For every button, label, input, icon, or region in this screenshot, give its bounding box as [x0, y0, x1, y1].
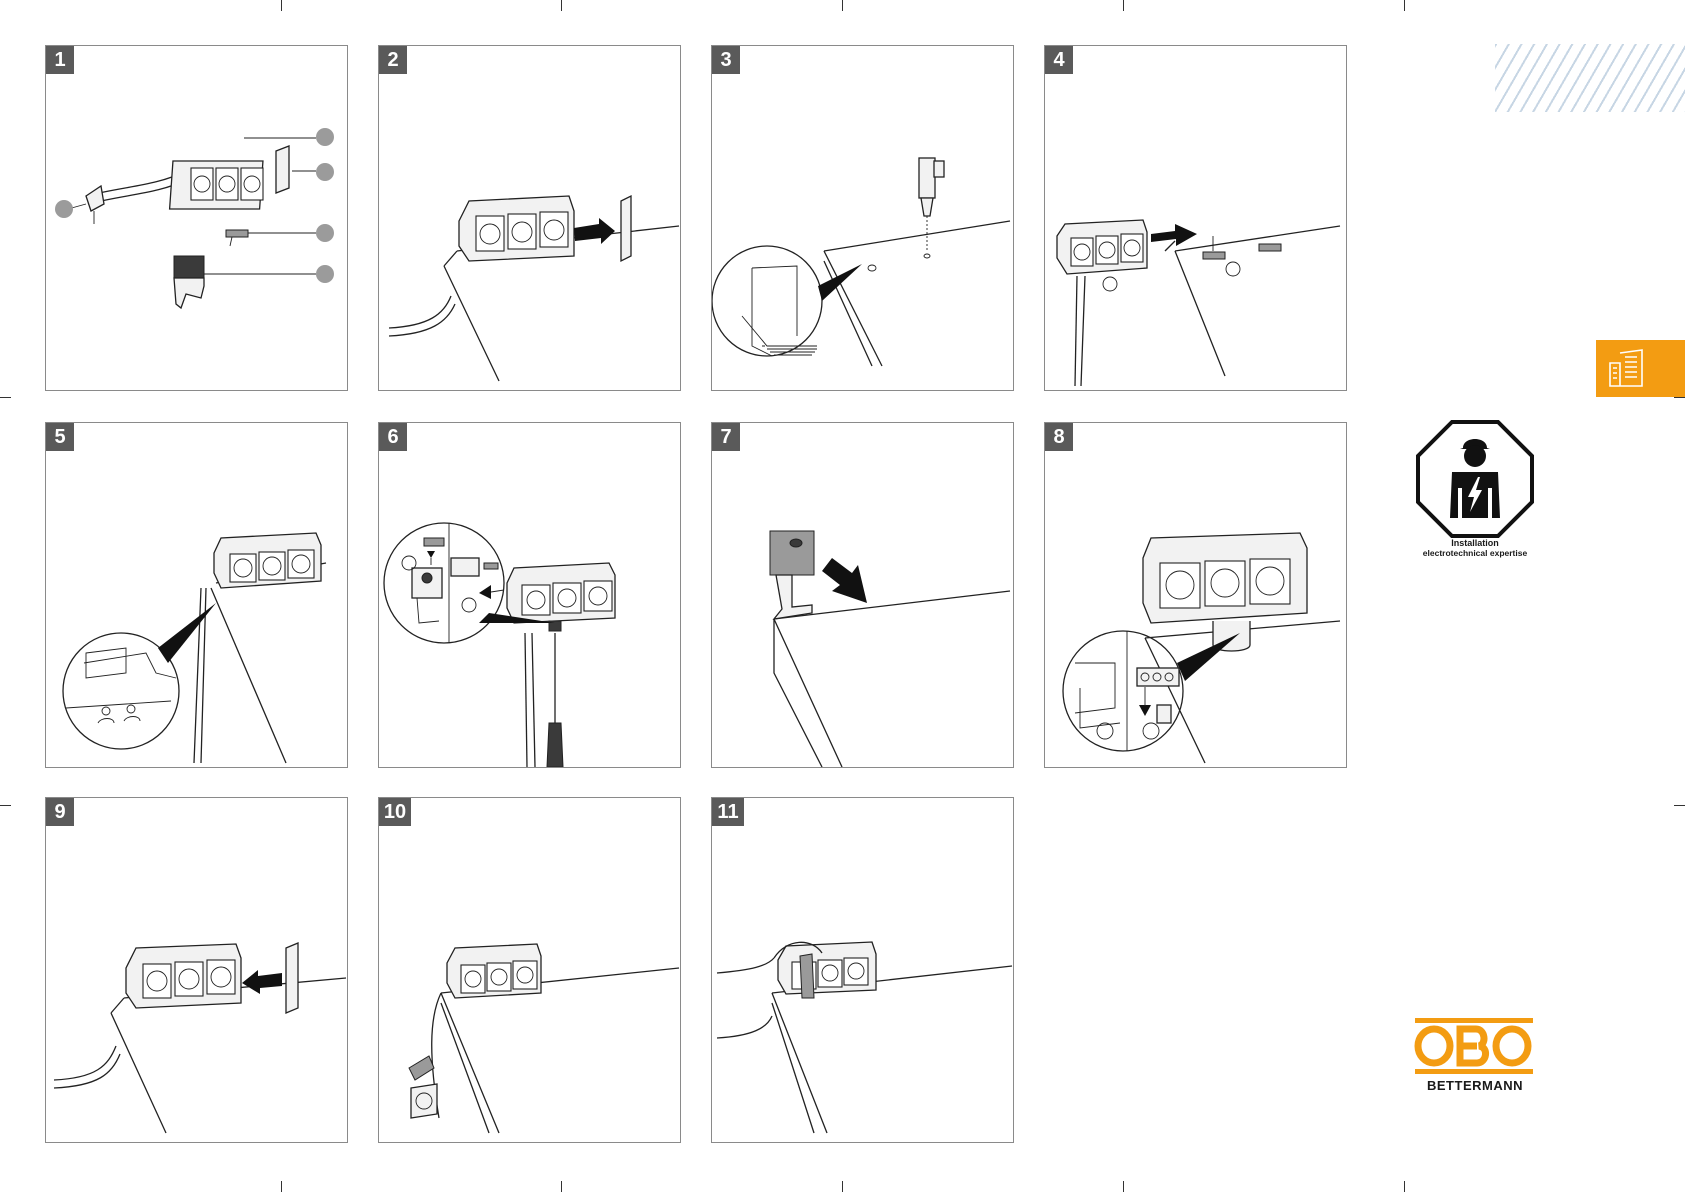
crop-mark: [561, 0, 562, 11]
crop-mark: [0, 805, 11, 806]
crop-mark: [281, 0, 282, 11]
crop-mark: [1123, 0, 1124, 11]
step-11-cable-routing-illustration: [712, 798, 1013, 1142]
step-9-cover-refit-illustration: [46, 798, 347, 1142]
step-6-panel: 6: [378, 422, 681, 768]
crop-mark: [1123, 1181, 1124, 1192]
step-5-screw-fixing-illustration: [46, 423, 347, 767]
obo-logo-mark: [1413, 1016, 1537, 1076]
installation-expertise-badge: Installation electrotechnical expertise: [1410, 420, 1540, 558]
crop-mark: [0, 397, 11, 398]
step-7-panel: 7: [711, 422, 1014, 768]
step-1-panel: 1: [45, 45, 348, 391]
step-10-panel: 10: [378, 797, 681, 1143]
crop-mark: [1404, 1181, 1405, 1192]
decorative-hatch-pattern: [1495, 44, 1685, 112]
badge-subtitle: electrotechnical expertise: [1410, 548, 1540, 558]
badge-title: Installation: [1410, 538, 1540, 548]
step-3-drilling-illustration: [712, 46, 1013, 390]
crop-mark: [561, 1181, 562, 1192]
step-11-panel: 11: [711, 797, 1014, 1143]
step-8-clamp-tighten-illustration: [1045, 423, 1346, 767]
side-tab: [1596, 340, 1685, 397]
step-2-side-cover-illustration: [379, 46, 680, 390]
electrician-icon: [1416, 420, 1534, 538]
crop-mark: [1404, 0, 1405, 11]
step-5-panel: 5: [45, 422, 348, 768]
step-6-clamp-assembly-illustration: [379, 423, 680, 767]
step-1-parts-illustration: [46, 46, 347, 390]
brand-name: BETTERMANN: [1413, 1078, 1537, 1093]
crop-mark: [281, 1181, 282, 1192]
step-2-panel: 2: [378, 45, 681, 391]
step-8-panel: 8: [1044, 422, 1347, 768]
crop-mark: [1674, 805, 1685, 806]
step-7-clamp-placement-illustration: [712, 423, 1013, 767]
step-10-plug-in-illustration: [379, 798, 680, 1142]
step-4-bracket-mount-illustration: [1045, 46, 1346, 390]
crop-mark: [1674, 397, 1685, 398]
step-9-panel: 9: [45, 797, 348, 1143]
obo-bettermann-logo: BETTERMANN: [1413, 1016, 1537, 1093]
building-icon: [1608, 349, 1644, 387]
crop-mark: [842, 1181, 843, 1192]
step-3-panel: 3: [711, 45, 1014, 391]
crop-mark: [842, 0, 843, 11]
step-4-panel: 4: [1044, 45, 1347, 391]
